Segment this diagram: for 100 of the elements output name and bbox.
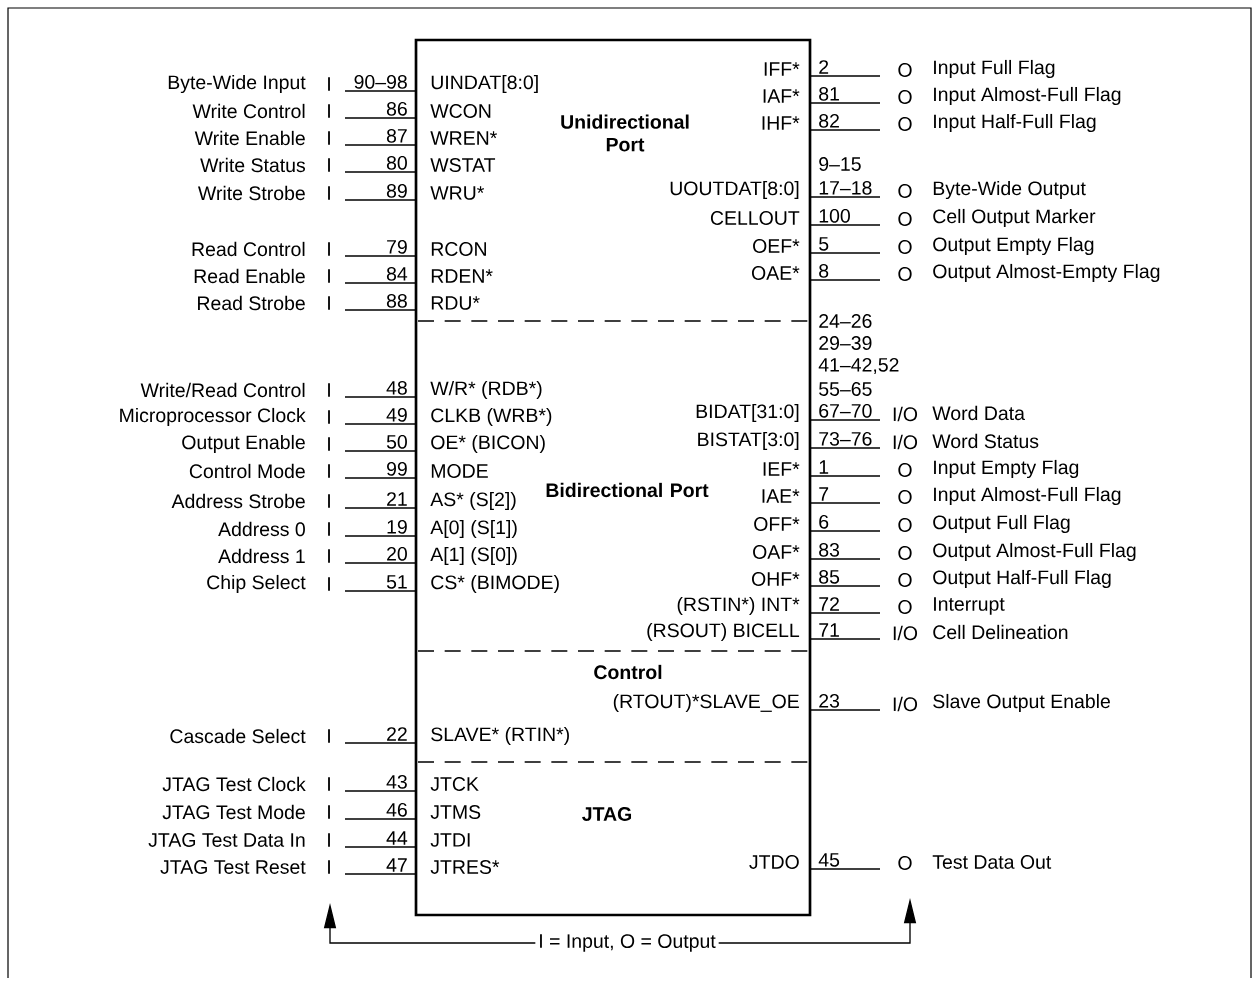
pin-description: Write Control [192, 103, 305, 119]
signal-name: IAF* [763, 89, 800, 103]
io-type: I [328, 158, 330, 172]
pin-number: 72 [819, 597, 839, 611]
pin-description: Read Enable [194, 268, 305, 284]
signal-name: (RTOUT)*SLAVE_OE [613, 693, 799, 713]
io-type: O [898, 856, 912, 870]
pin-number: 80 [386, 155, 407, 170]
pin-description: Address 0 [218, 521, 305, 537]
signal-name: IFF* [764, 62, 800, 76]
pin-number: 71 [819, 623, 839, 637]
pin-number: 44 [386, 831, 408, 845]
section-heading: Control [594, 664, 662, 680]
io-type: O [898, 63, 912, 77]
pin-number: 73–76 [819, 431, 872, 446]
signal-name: (RSOUT) BICELL [647, 622, 800, 642]
signal-name: UINDAT[8:0] [431, 74, 538, 94]
pin-number: 7 [819, 487, 829, 501]
io-type: I [328, 522, 330, 536]
pin-number: 55–65 [819, 382, 872, 396]
pin-description: JTAG Test Reset [160, 860, 306, 874]
io-type: I [328, 464, 330, 478]
pin-number: 51 [386, 575, 407, 589]
pin-description: Output Almost-Full Flag [933, 542, 1136, 562]
signal-name: WCON [430, 104, 491, 118]
pin-description: Write Enable [194, 130, 305, 146]
signal-name: CELLOUT [710, 211, 800, 225]
io-type: I/O [893, 625, 918, 641]
pin-number: 23 [819, 693, 840, 708]
pin-description: Input Full Flag [934, 59, 1055, 79]
io-type: I [328, 805, 330, 819]
pin-number: 1 [819, 460, 829, 474]
pin-number: 48 [386, 380, 407, 395]
io-type: O [898, 546, 912, 560]
signal-name: AS* (S[2]) [430, 491, 516, 511]
pin-number: 21 [387, 492, 407, 506]
io-type: O [898, 463, 912, 477]
io-type: I [328, 410, 330, 424]
pin-description: JTAG Test Mode [162, 804, 305, 820]
pin-description: Output Almost-Empty Flag [933, 263, 1160, 283]
pin-number: 2 [819, 60, 829, 74]
pin-number: 85 [819, 569, 840, 584]
pin-description: Word Status [932, 433, 1039, 449]
pin-description: Interrupt [934, 597, 1005, 615]
io-type: I [328, 296, 330, 310]
pin-number: 49 [386, 407, 407, 422]
pin-description: Byte-Wide Output [933, 180, 1086, 200]
io-type: O [898, 600, 912, 614]
pin-number: 20 [387, 546, 407, 561]
signal-name: JTMS [430, 805, 481, 819]
pin-number: 43 [386, 774, 407, 789]
pin-number: 47 [386, 858, 407, 872]
io-type: O [898, 184, 912, 198]
pin-number: 5 [819, 237, 829, 251]
section-heading: Unidirectional Port [561, 114, 689, 152]
signal-name: JTCK [430, 777, 479, 791]
pin-number: 82 [819, 113, 839, 128]
signal-name: OHF* [752, 572, 800, 586]
signal-name: JTDI [430, 833, 470, 847]
pin-description: Input Almost-Full Flag [934, 86, 1121, 106]
signal-name: RDU* [431, 296, 480, 310]
io-type: O [898, 240, 912, 254]
pin-number: 46 [386, 802, 407, 817]
io-type: I [328, 777, 330, 791]
pin-number: 67–70 [819, 403, 872, 418]
signal-name: OFF* [754, 517, 800, 531]
pin-description: Output Enable [182, 434, 305, 454]
chip-box [414, 38, 812, 917]
pin-description: Read Control [192, 241, 305, 257]
signal-name: CS* (BIMODE) [431, 574, 559, 594]
pin-description: Byte-Wide Input [168, 74, 306, 94]
signal-name: A[1] (S[0]) [430, 546, 517, 566]
pin-number: 8 [819, 263, 829, 278]
pin-number: 22 [387, 727, 407, 741]
pin-description: Output Half-Full Flag [933, 569, 1111, 589]
pin-number: 89 [386, 183, 407, 198]
pin-number: 79 [387, 239, 407, 254]
pin-number: 6 [819, 514, 829, 529]
pin-description: Cell Delineation [933, 624, 1068, 640]
pin-number: 50 [386, 434, 407, 449]
pin-description: Write Strobe [198, 185, 305, 201]
signal-name: WRU* [430, 186, 485, 200]
pin-number: 100 [819, 208, 850, 223]
signal-name: WREN* [430, 131, 497, 145]
pin-number: 41–42,52 [818, 357, 899, 375]
signal-name: IAE* [762, 489, 800, 503]
signal-name: (RSTIN*) INT* [677, 596, 800, 616]
pin-number: 17–18 [819, 180, 872, 195]
section-heading: JTAG [582, 807, 632, 821]
io-type: I [328, 494, 330, 508]
pin-description: Input Half-Full Flag [934, 113, 1096, 133]
io-type: O [898, 267, 912, 281]
pin-description: Cascade Select [170, 728, 306, 744]
pin-number: 83 [819, 542, 840, 557]
pin-number: 84 [386, 266, 408, 281]
pin-number: 9–15 [819, 157, 861, 171]
pin-description: JTAG Test Clock [162, 776, 306, 792]
io-type: I [328, 577, 330, 591]
signal-name: OEF* [753, 239, 800, 253]
pin-description: Address 1 [218, 548, 305, 564]
